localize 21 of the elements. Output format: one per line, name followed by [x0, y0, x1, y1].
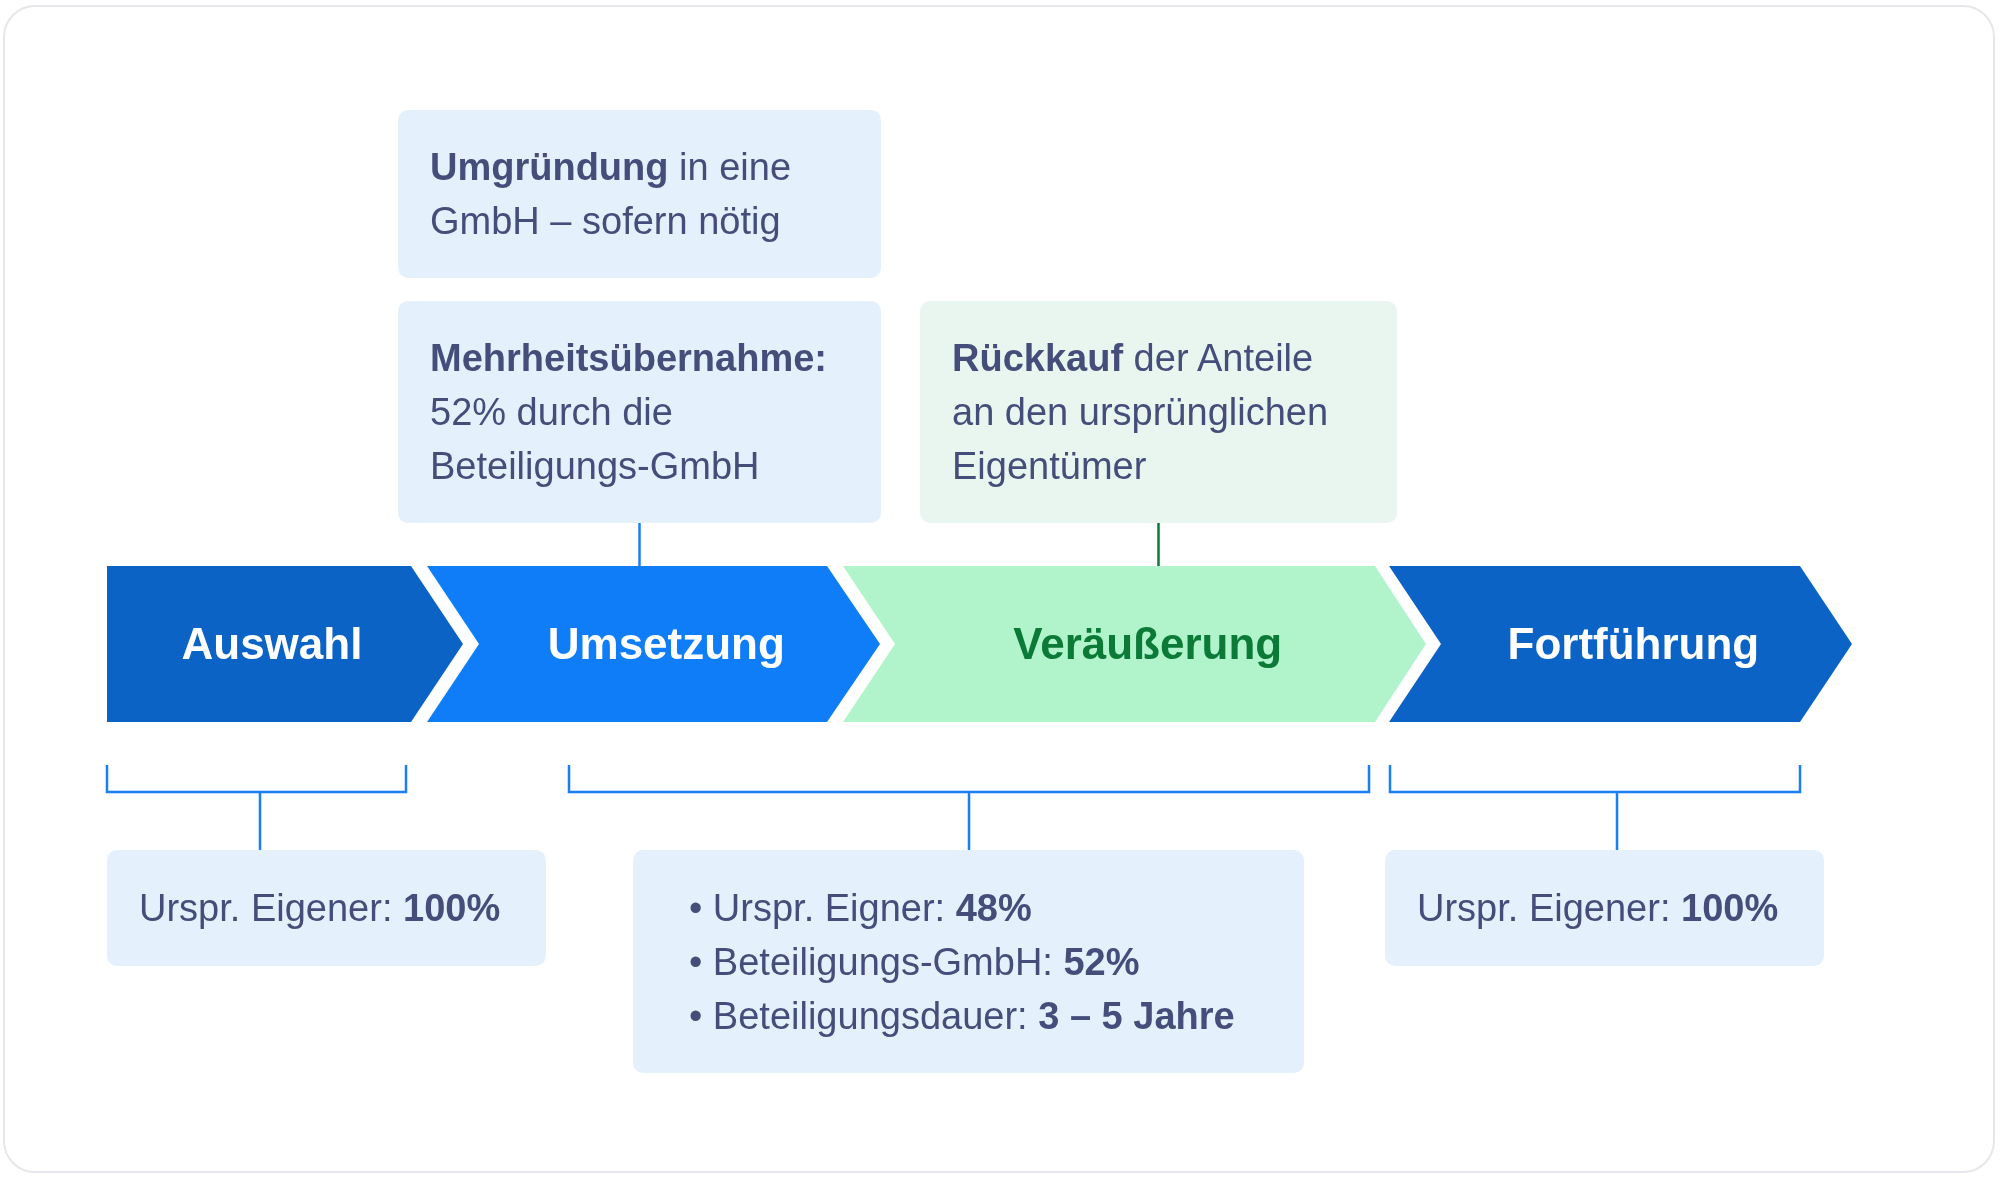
- list-item: • Urspr. Eigner: 48%: [689, 885, 1033, 931]
- connector-line: [1157, 523, 1160, 566]
- info-card: [633, 850, 1304, 1073]
- step-label: Fortführung: [1507, 618, 1760, 670]
- callout-text: Urspr. Eigener: 100%: [1417, 886, 1780, 931]
- callout-card: [398, 301, 881, 523]
- callout-card: [920, 301, 1397, 523]
- connector-line: [638, 523, 641, 566]
- step-label: Umsetzung: [547, 618, 785, 670]
- info-card: [107, 850, 546, 966]
- process-step: [107, 566, 463, 722]
- step-label: Auswahl: [181, 618, 363, 670]
- list-item: • Beteiligungs-GmbH: 52%: [689, 939, 1141, 985]
- callout-card: [398, 110, 881, 278]
- callout-text: Urspr. Eigener: 100%: [139, 886, 502, 931]
- callout-text: Mehrheitsübernahme: 52% durch die Beteiligungs-GmbH: [430, 336, 828, 489]
- list-item: • Beteiligungsdauer: 3 – 5 Jahre: [689, 993, 1236, 1039]
- info-card: [1385, 850, 1824, 966]
- callout-text: Umgründung in eine GmbH – sofern nötig: [430, 145, 793, 244]
- callout-text: Rückkauf der Anteile an den ursprünglichen Eigentümer: [952, 336, 1330, 489]
- step-label: Veräußerung: [1013, 618, 1283, 670]
